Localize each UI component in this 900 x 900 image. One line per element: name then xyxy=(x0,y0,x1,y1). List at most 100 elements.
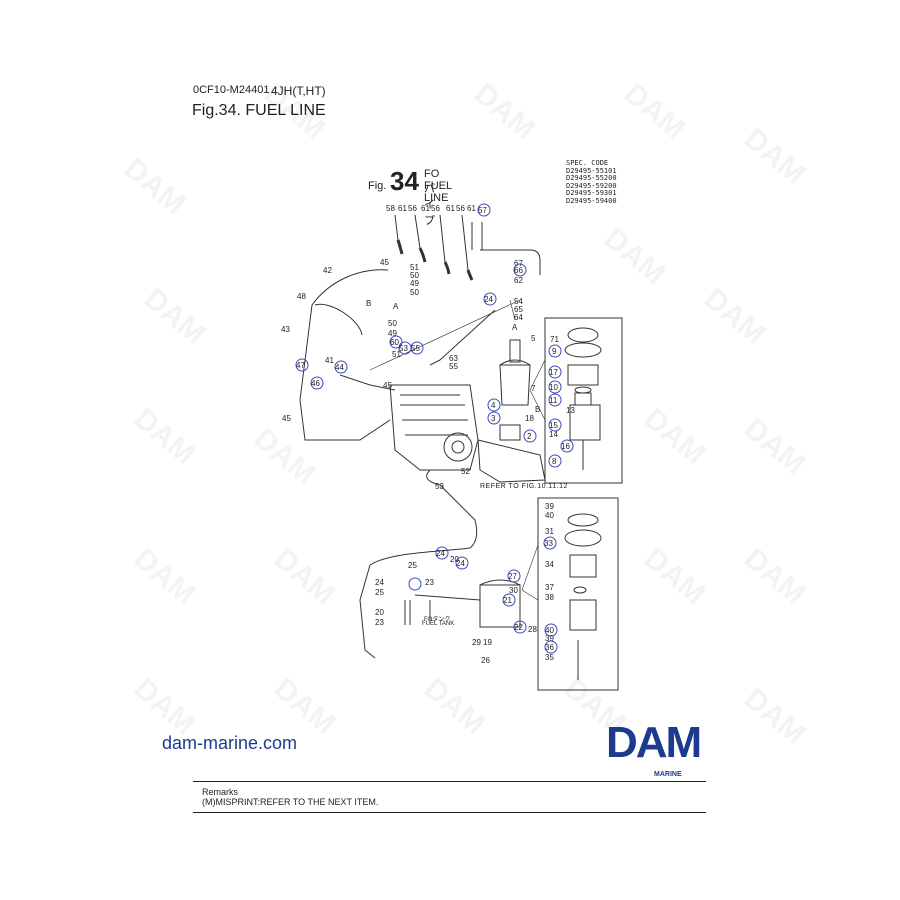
leader-line xyxy=(529,359,546,421)
figure-prefix: Fig. xyxy=(368,180,387,192)
logo-text: DAM xyxy=(606,718,702,767)
filter-bolt xyxy=(509,339,521,363)
part-number: 45 xyxy=(282,414,291,423)
circled-part-number: 53 xyxy=(399,344,408,353)
spring xyxy=(574,392,592,406)
circle-marker xyxy=(477,203,491,217)
part-number: 42 xyxy=(323,266,332,275)
spec-code-label: SPEC. CODE xyxy=(566,159,609,167)
circle-marker xyxy=(310,376,324,390)
circled-part-number: 11 xyxy=(549,396,558,405)
spec-code: D29495-55200 xyxy=(566,174,617,182)
circle-marker xyxy=(513,263,527,277)
circled-part-number: 40 xyxy=(545,626,554,635)
separator-bowl xyxy=(569,599,597,631)
diagram-drawing xyxy=(299,214,623,691)
figure-title-en: FUEL LINE xyxy=(424,180,452,204)
circled-part-number: 24 xyxy=(436,549,445,558)
part-number: 24 xyxy=(375,578,384,587)
figure-title-jp: FOパイプ xyxy=(424,168,440,227)
injection-pump-detail xyxy=(400,394,468,436)
circle-marker xyxy=(544,640,558,654)
part-number: 45 xyxy=(380,258,389,267)
circle-marker xyxy=(548,365,562,379)
part-number: 43 xyxy=(281,325,290,334)
part-number: 61 xyxy=(467,204,476,213)
fuel-pipe xyxy=(414,594,481,601)
part-number: 26 xyxy=(481,656,490,665)
part-number: A xyxy=(393,302,399,311)
part-number: 41 xyxy=(325,356,334,365)
part-number: 25 xyxy=(375,588,384,597)
part-number: 62 xyxy=(514,276,523,285)
circled-part-number: 46 xyxy=(311,379,320,388)
figure-number: 34 xyxy=(390,166,419,196)
fuel-filter xyxy=(499,364,531,406)
fuel-tank-label-jp: FOタンク xyxy=(424,617,451,623)
circled-part-number: 57 xyxy=(478,206,487,215)
page-title: Fig.34. FUEL LINE xyxy=(192,102,326,119)
leader-line xyxy=(369,299,521,371)
leak-off-pipe xyxy=(299,269,391,441)
part-number: 61 xyxy=(446,204,455,213)
circle-marker xyxy=(435,546,449,560)
separator-element xyxy=(569,554,597,578)
pipe-clamp xyxy=(471,222,483,250)
exploded-view-box xyxy=(537,497,619,691)
circled-part-number: 66 xyxy=(514,266,523,275)
remarks-label: Remarks xyxy=(202,787,239,797)
part-number: 23 xyxy=(375,618,384,627)
part-number: 63 xyxy=(449,354,458,363)
leader-line xyxy=(521,544,539,601)
circled-part-number: 55 xyxy=(411,344,420,353)
circled-part-number: 33 xyxy=(544,539,553,548)
filter-cap xyxy=(567,327,599,343)
figure-reference: REFER TO FIG.10.11.12 xyxy=(480,483,568,490)
circle-marker xyxy=(548,418,562,432)
circled-part-number: 44 xyxy=(335,363,344,372)
fuel-pipe xyxy=(429,309,496,366)
circled-part-numbers: 57 66 24 60 53 55 47 44 46 9 17 10 11 4 … xyxy=(296,206,570,652)
circle-marker xyxy=(295,358,309,372)
circle-marker xyxy=(548,393,562,407)
spec-code: D29495-59400 xyxy=(566,196,617,205)
separator-gasket xyxy=(564,529,602,547)
part-number: 29 xyxy=(472,638,481,647)
circled-part-number: 10 xyxy=(549,383,558,392)
circle-marker xyxy=(410,341,424,355)
filter-element xyxy=(567,364,599,386)
pump-gear-hub xyxy=(451,440,465,454)
part-number: 25 xyxy=(408,561,417,570)
part-number: 28 xyxy=(528,625,537,634)
circled-part-number: 60 xyxy=(390,338,399,347)
circled-part-number: 15 xyxy=(549,421,558,430)
part-number: 64 xyxy=(514,313,523,322)
spec-code-block: SPEC. CODE D29495-55101 D29495-55200 D29… xyxy=(566,159,617,205)
circle-marker xyxy=(560,439,574,453)
circle-marker xyxy=(507,569,521,583)
circled-part-number: 24 xyxy=(484,295,493,304)
circled-part-number: 17 xyxy=(549,368,558,377)
injection-pump xyxy=(389,384,479,471)
part-number: 31 xyxy=(545,527,554,536)
hose-fitting xyxy=(404,600,411,625)
part-number: 49 xyxy=(388,329,397,338)
part-number: A xyxy=(512,323,518,332)
part-number: 71 xyxy=(550,335,559,344)
engine-model: 4JH(T,HT) xyxy=(271,84,326,98)
mounting-bracket xyxy=(477,439,546,483)
part-number: 50 xyxy=(388,319,397,328)
leak-off-pipe xyxy=(314,303,363,336)
circled-part-number: 3 xyxy=(491,414,496,423)
part-number: 7 xyxy=(531,384,536,393)
circle-marker xyxy=(487,398,501,412)
website-link[interactable]: dam-marine.com xyxy=(162,733,298,753)
part-number: 58 xyxy=(386,204,395,213)
part-number: 51 xyxy=(410,263,419,272)
part-number: 19 xyxy=(483,638,492,647)
fuel-pipe xyxy=(339,374,396,391)
spec-code: D29495-59301 xyxy=(566,189,617,197)
circle-marker xyxy=(389,335,403,349)
document-code: 0CF10-M24401 xyxy=(193,84,270,96)
